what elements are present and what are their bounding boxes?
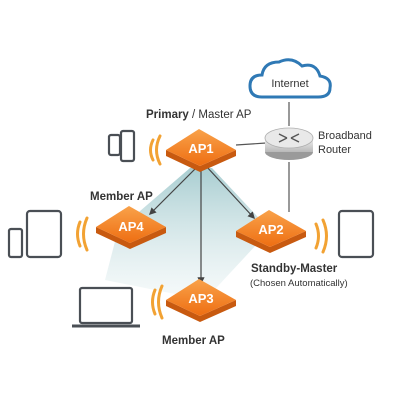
member-ap-label-bottom: Member AP (162, 335, 225, 347)
arrow-ap1-ap4 (148, 165, 199, 216)
ap1-node: AP1 (166, 129, 236, 172)
cloud-icon (248, 58, 332, 99)
ap2-node: AP2 (236, 210, 306, 253)
member-ap-label-left: Member AP (90, 191, 153, 203)
ap3-label: AP3 (188, 291, 213, 306)
router-label-line2: Router (318, 144, 351, 156)
standby-sub-label: (Chosen Automatically) (250, 278, 348, 289)
wifi-wave-icon (314, 218, 328, 254)
tablet-icon (25, 209, 63, 259)
ap3-node: AP3 (166, 279, 236, 322)
internet-label: Internet (271, 78, 308, 90)
tablet-icon (337, 209, 375, 259)
phone-icon (107, 133, 122, 157)
phone-icon (119, 129, 136, 163)
router-icon (264, 127, 314, 160)
ap4-label: AP4 (118, 219, 144, 234)
arrow-ap1-ap2 (205, 165, 255, 220)
laptop-icon (72, 286, 140, 328)
ap1-label: AP1 (188, 141, 213, 156)
link-router-ap1 (235, 142, 267, 146)
standby-master-label: Standby-Master (251, 263, 338, 275)
phone-icon (7, 227, 24, 259)
primary-label: Primary / Master AP (146, 109, 252, 121)
ap2-label: AP2 (258, 222, 283, 237)
wifi-wave-icon (76, 216, 89, 252)
broadcast-cone (105, 168, 270, 300)
ap4-node: AP4 (96, 206, 166, 249)
router-label-line1: Broadband (318, 130, 372, 142)
wifi-wave-icon (151, 284, 164, 320)
wifi-wave-icon (149, 134, 162, 166)
